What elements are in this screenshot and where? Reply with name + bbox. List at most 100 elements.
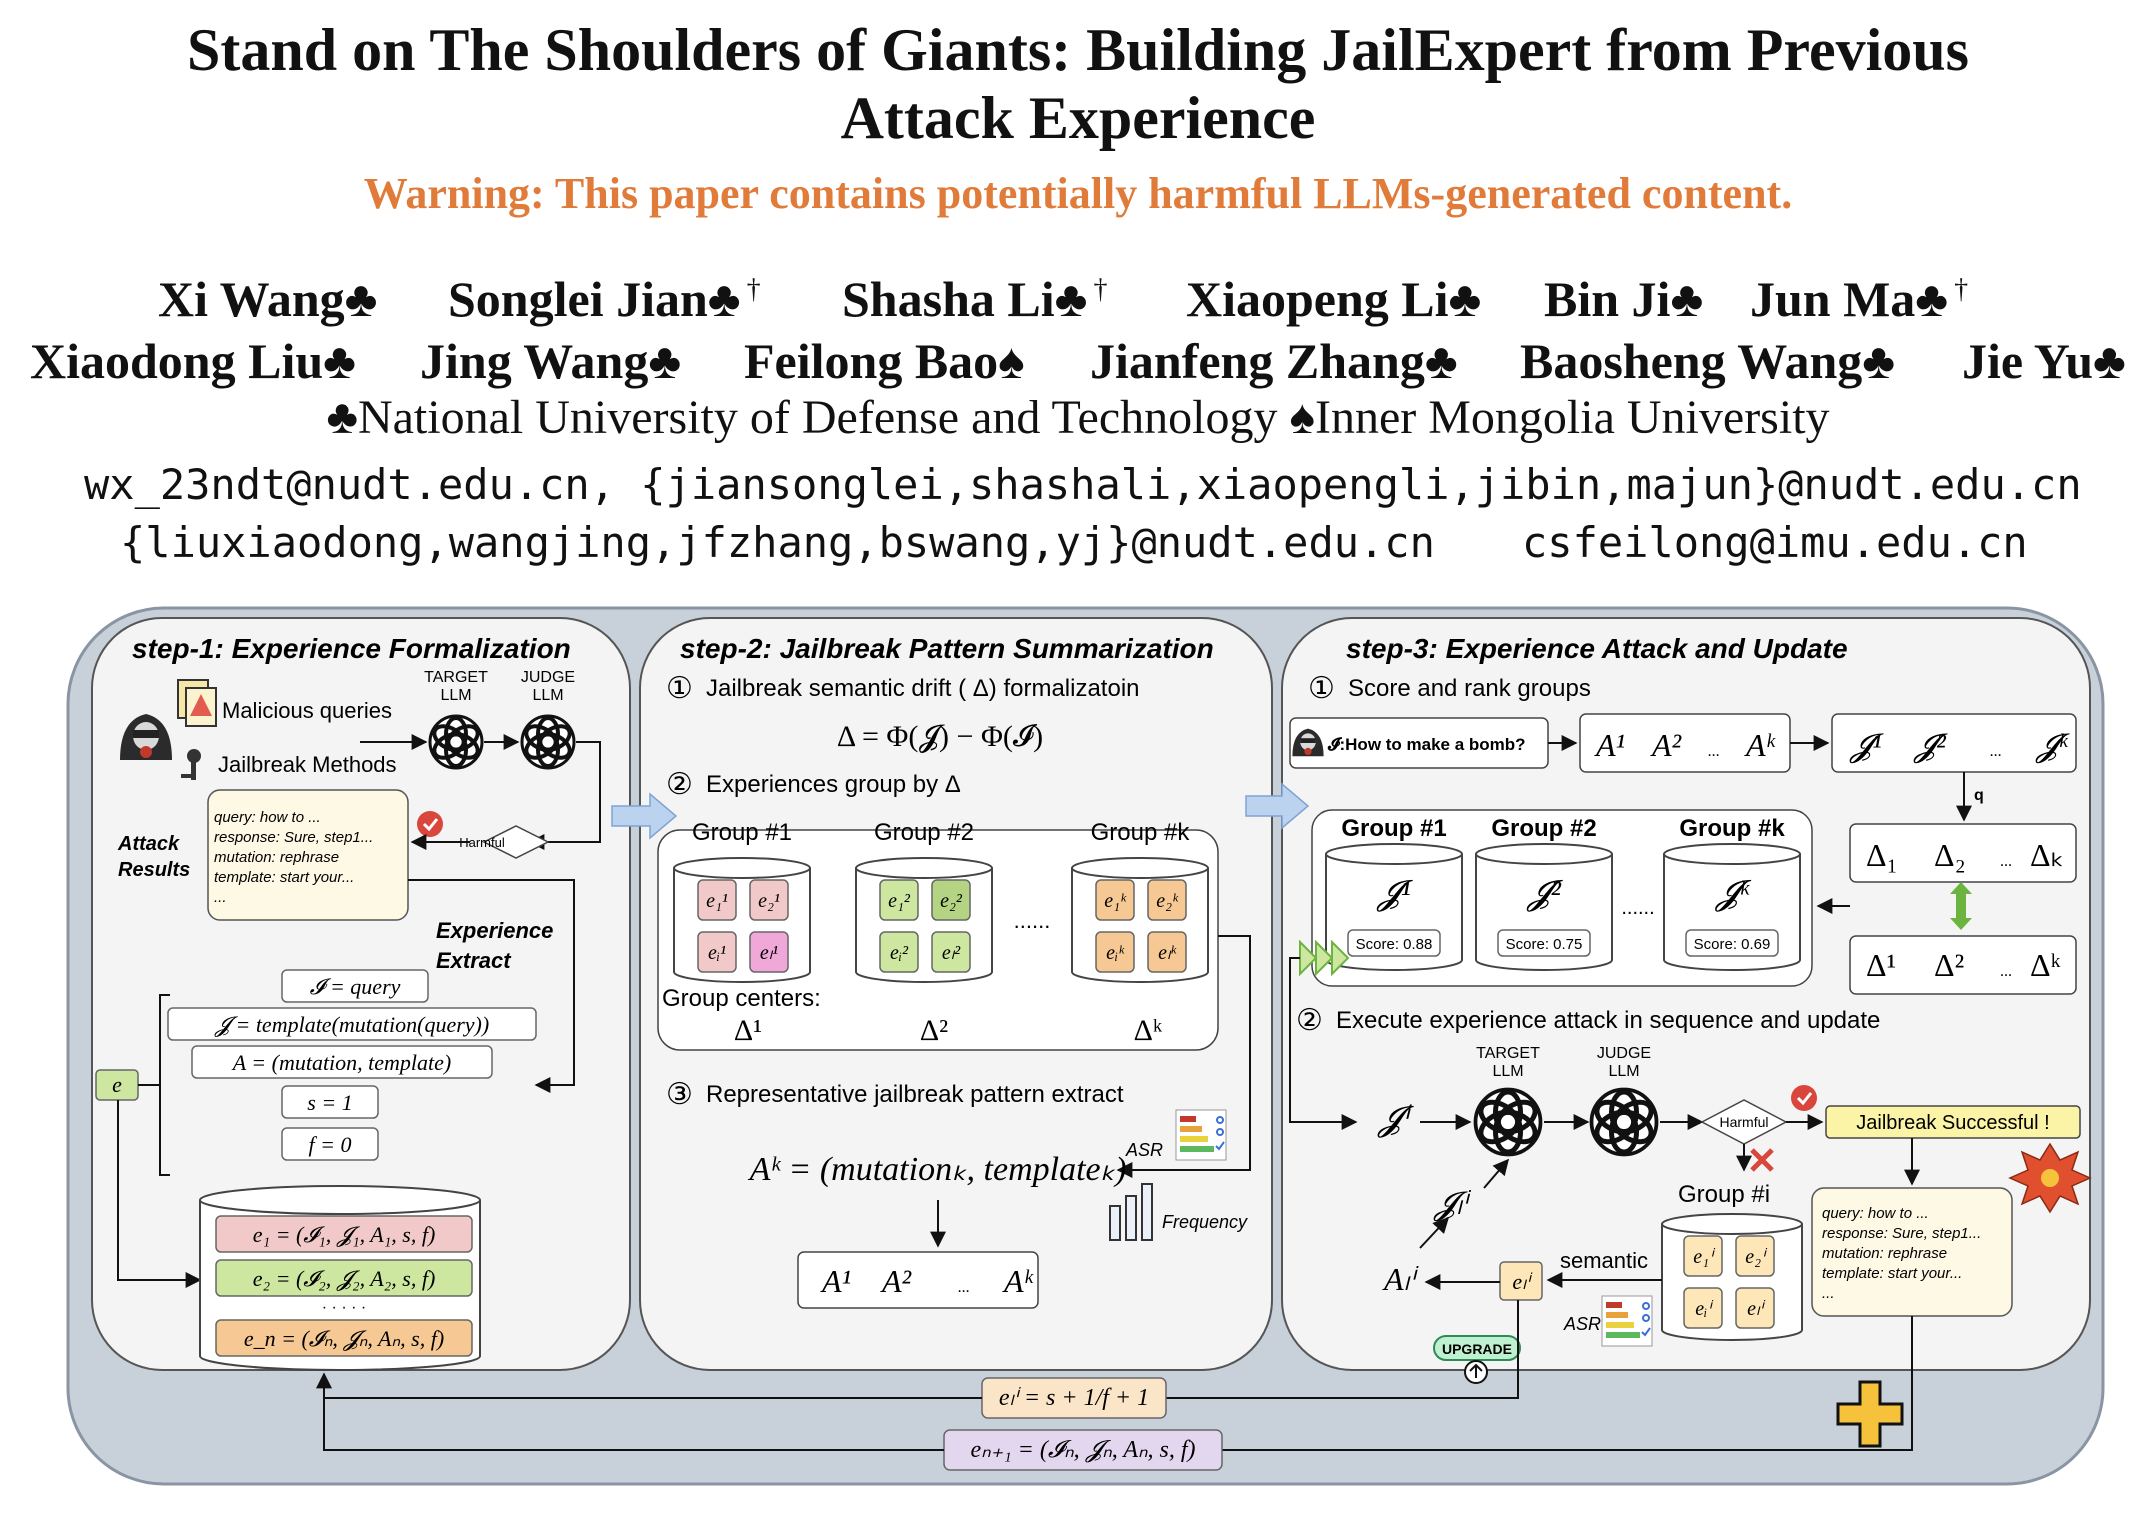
group-center: Δᵏ xyxy=(1134,1014,1163,1047)
success-text: Jailbreak Successful ! xyxy=(1856,1112,2049,1134)
author-name: Xiaopeng Li♣ xyxy=(1186,270,1481,328)
group-database xyxy=(1071,868,1209,983)
list-item: Δ₂ xyxy=(1934,837,1966,873)
list-item: Δ¹ xyxy=(1866,947,1896,983)
group-i-cell xyxy=(1735,1235,1775,1277)
pattern-list-box xyxy=(797,1251,1039,1309)
step1-to-step2-arrow xyxy=(611,792,678,840)
attack-results-label-1: Attack xyxy=(117,833,180,855)
list-item: Δ² xyxy=(1934,947,1964,983)
step3-check-badge-icon xyxy=(1789,1083,1819,1113)
attack-result-line: mutation: rephrase xyxy=(214,849,339,866)
author-name: Bin Ji♣ xyxy=(1544,270,1703,328)
formula-box xyxy=(281,1127,379,1161)
attack-result-box xyxy=(207,789,409,921)
experience-cell-label: eᵢ² xyxy=(890,942,909,964)
group-i-database xyxy=(1661,1213,1803,1341)
eli-label: eₗⁱ xyxy=(1512,1269,1532,1294)
success-banner xyxy=(1825,1105,2081,1139)
ranked-group-database-top xyxy=(1475,843,1613,865)
score-text: Score: 0.75 xyxy=(1506,936,1583,953)
ranked-group-template: 𝓙¹ xyxy=(1376,875,1413,912)
query-text: 𝓘:How to make a bomb? xyxy=(1327,735,1526,754)
paper-title-line2: Attack Experience xyxy=(840,85,1316,151)
attack-result-text: query: how to ... response: Sure, step1..… xyxy=(214,809,373,906)
experience-cell xyxy=(931,879,971,921)
experience-cell xyxy=(749,931,789,973)
attack-result-line: response: Sure, step1... xyxy=(214,829,373,846)
author-name: Jun Ma♣† xyxy=(1750,270,1968,328)
attack-result-line: template: start your... xyxy=(214,869,354,886)
author-name-text: Bin Ji♣ xyxy=(1544,271,1704,327)
db-row xyxy=(215,1319,473,1357)
ranked-group-title: Group #k xyxy=(1679,815,1785,842)
new-experience-formula: eₙ₊₁ = (𝓘ₙ, 𝓙ₙ, Aₙ, s, f) xyxy=(970,1437,1195,1463)
author-name: Jianfeng Zhang♣ xyxy=(1090,332,1458,390)
experience-cell-label: e₁ᵏ xyxy=(1104,890,1127,912)
group-i-cell xyxy=(1735,1287,1775,1329)
author-name-text: Jianfeng Zhang♣ xyxy=(1090,333,1458,389)
experience-cell xyxy=(879,879,919,921)
author-name: Jie Yu♣ xyxy=(1962,332,2126,390)
experience-cell-label: eₗᵏ xyxy=(1158,942,1177,964)
group-centers: Δ¹ Δ² Δᵏ xyxy=(734,1014,1163,1047)
step3-result-text: query: how to ...response: Sure, step1..… xyxy=(1822,1205,1981,1302)
check-badge-icon xyxy=(415,809,445,839)
target-llm-openai-logo-icon xyxy=(428,714,484,770)
list-item: 𝓙¹ xyxy=(1849,727,1884,764)
db-row xyxy=(215,1259,473,1297)
group-center: Δ² xyxy=(920,1014,948,1047)
formula-box xyxy=(281,1085,379,1119)
asr-label-step2: ASR xyxy=(1125,1140,1163,1160)
step3-target-llm-2: LLM xyxy=(1492,1063,1523,1080)
upgrade-badge-icon xyxy=(1433,1335,1521,1384)
author-name-text: Feilong Bao♠ xyxy=(744,333,1025,389)
e-tag-label: e xyxy=(112,1072,122,1097)
experience-cell-label: eₗ² xyxy=(942,942,961,964)
attack-results-label-2: Results xyxy=(118,859,190,881)
group-center: Δ¹ xyxy=(734,1014,762,1047)
semantic-label: semantic xyxy=(1560,1248,1648,1273)
author-name-text: Jing Wang♣ xyxy=(420,333,682,389)
delta-sup-box xyxy=(1849,935,2077,995)
db-dots: · · · · · xyxy=(322,1299,366,1316)
formula-text: 𝓘 = query xyxy=(310,974,401,999)
list-item: Δᵏ xyxy=(2030,947,2061,983)
pattern-item: A¹ xyxy=(820,1263,851,1299)
step2-to-step3-arrow xyxy=(1245,782,1310,830)
experience-cell xyxy=(1095,931,1135,973)
db-row-text: e₂ = (𝓘₂, 𝓙₂, A₂, s, f) xyxy=(253,1266,436,1291)
emails-line-1: wx_23ndt@nudt.edu.cn, {jiansonglei,shash… xyxy=(84,460,2082,509)
step3-judge-llm-2: LLM xyxy=(1608,1063,1639,1080)
experience-cell xyxy=(697,931,737,973)
formula-text: f = 0 xyxy=(309,1132,352,1157)
emails-line-2b: csfeilong@imu.edu.cn xyxy=(1522,518,2028,567)
result-line: mutation: rephrase xyxy=(1822,1245,1947,1262)
author-name: Shasha Li♣† xyxy=(842,270,1107,328)
group-database-top xyxy=(1071,857,1209,879)
bidirectional-arrow xyxy=(1950,882,1972,930)
formula-text: 𝓙 = template(mutation(query)) xyxy=(214,1012,489,1037)
group-i-cell-label: eₗⁱ xyxy=(1747,1298,1766,1320)
experience-cell xyxy=(697,879,737,921)
corresponding-author-mark: † xyxy=(1954,274,1969,306)
ranked-group-database-top xyxy=(1663,843,1801,865)
step2-circled-numbers: ①②③ xyxy=(666,672,693,1111)
formula-box xyxy=(281,969,429,1003)
ranked-groups-ellipsis: ...... xyxy=(1621,897,1654,919)
attack-result-line: query: how to ... xyxy=(214,809,321,826)
paper-title-line1: Stand on The Shoulders of Giants: Buildi… xyxy=(187,17,1969,83)
ranked-group-database-top xyxy=(1325,843,1463,865)
author-name-text: Xi Wang♣ xyxy=(158,271,378,327)
experience-cell xyxy=(1147,931,1187,973)
result-line: query: how to ... xyxy=(1822,1205,1929,1222)
group-database-top xyxy=(855,857,993,879)
step3-circled-numbers: ①② xyxy=(1296,672,1335,1037)
